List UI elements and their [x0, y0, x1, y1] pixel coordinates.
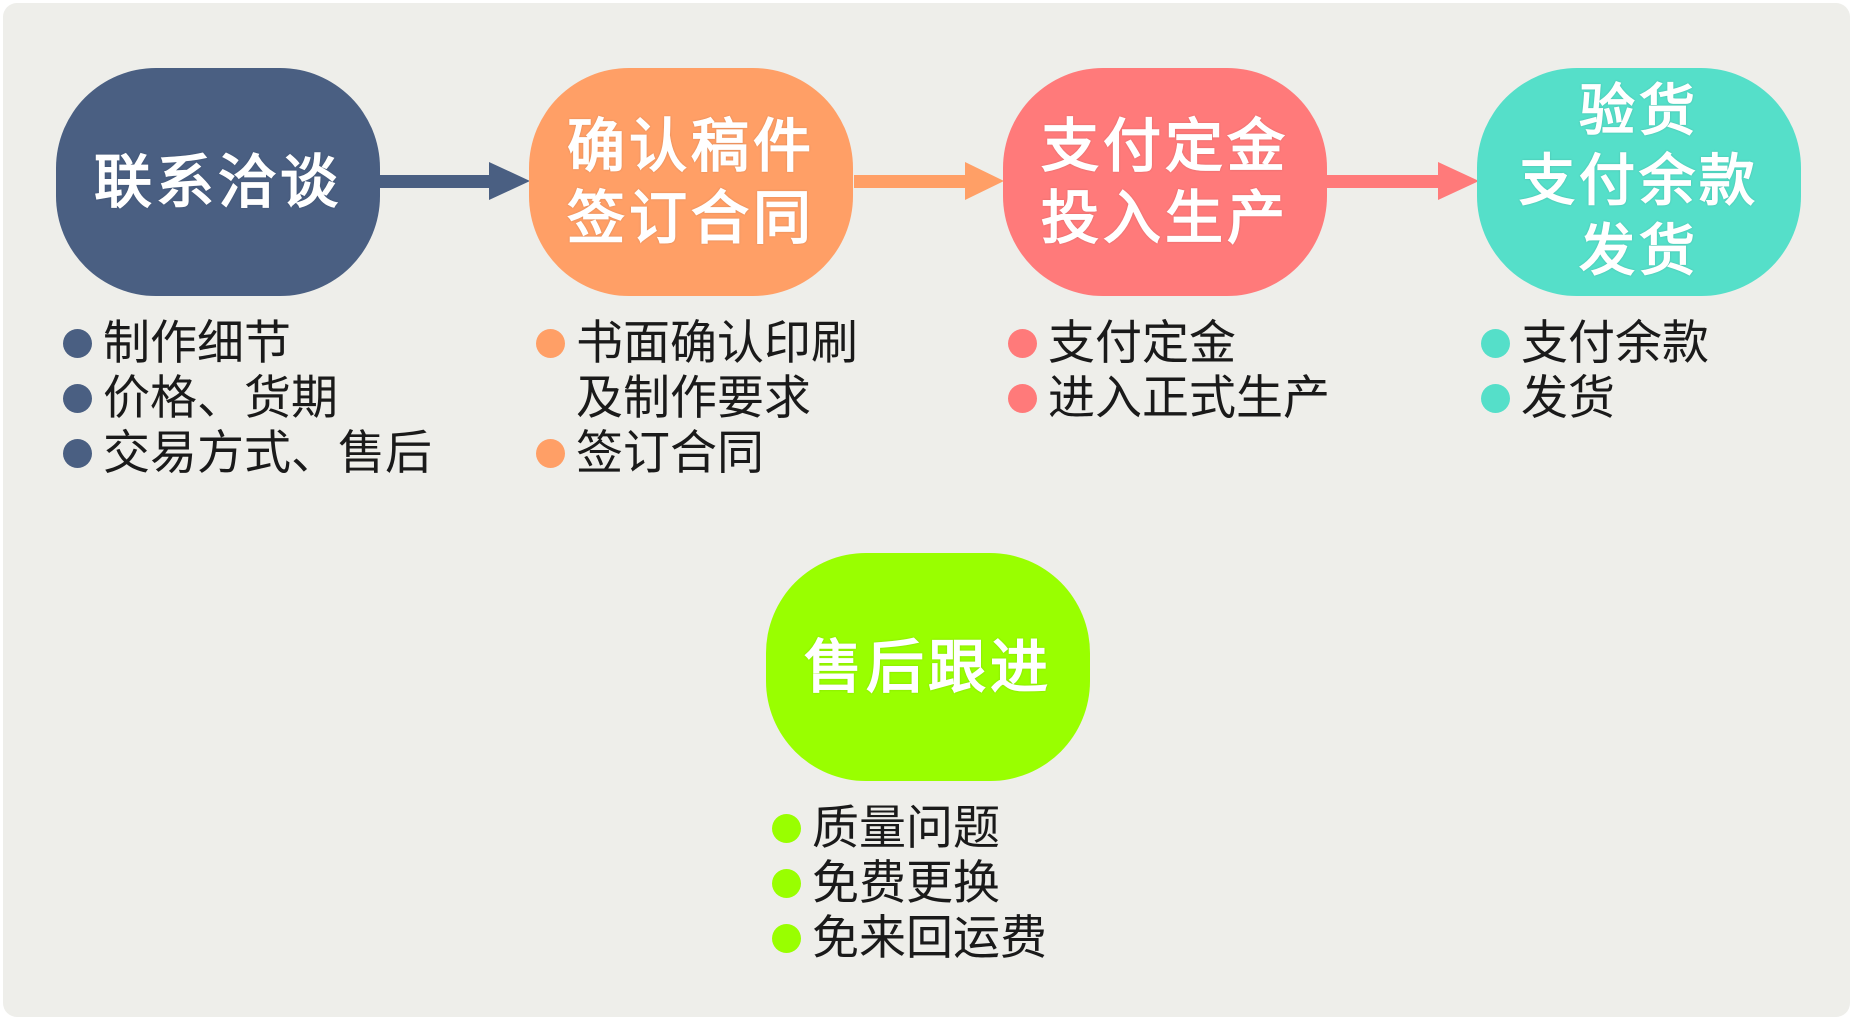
list-item: 发货: [1481, 371, 1709, 426]
stage-contact-negotiation: 联系洽谈: [56, 68, 380, 296]
stage-5-details: 质量问题 免费更换 免来回运费: [772, 801, 1047, 966]
stage-deposit-production: 支付定金 投入生产: [1003, 68, 1327, 296]
list-item-continuation: 及制作要求: [576, 371, 811, 426]
stage-3-details: 支付定金 进入正式生产: [1008, 316, 1330, 426]
list-item-text: 签订合同: [576, 426, 764, 481]
bullet-dot: [63, 329, 92, 358]
stage-4-details: 支付余款 发货: [1481, 316, 1709, 426]
bullet-dot: [536, 439, 565, 468]
bullet-dot: [772, 814, 801, 843]
list-item-text: 免费更换: [812, 856, 1000, 911]
bullet-dot: [1481, 384, 1510, 413]
bullet-dot: [536, 329, 565, 358]
list-item: 质量问题: [772, 801, 1047, 856]
list-item: 价格、货期: [63, 371, 432, 426]
list-item-text: 质量问题: [812, 801, 1000, 856]
list-item-text: 支付余款: [1521, 316, 1709, 371]
list-item-text: 交易方式、售后: [103, 426, 432, 481]
list-item: 签订合同: [536, 426, 858, 481]
list-item-text: 发货: [1521, 371, 1615, 426]
list-item: 制作细节: [63, 316, 432, 371]
arrow-2-to-3: [854, 162, 1004, 200]
stage-title: 支付余款: [1519, 149, 1759, 214]
list-item-text: 书面确认印刷: [576, 316, 858, 371]
stage-inspect-balance-ship: 验货 支付余款 发货: [1477, 68, 1801, 296]
stage-title: 售后跟进: [803, 633, 1052, 701]
list-item: 支付定金: [1008, 316, 1330, 371]
stage-title: 投入生产: [1040, 184, 1289, 252]
bullet-dot: [1008, 384, 1037, 413]
flow-arrows: [379, 162, 1479, 200]
stage-title: 支付定金: [1040, 112, 1289, 180]
list-item: 进入正式生产: [1008, 371, 1330, 426]
bullet-dot: [63, 384, 92, 413]
stage-after-sales-followup: 售后跟进: [766, 553, 1090, 781]
list-item-text: 免来回运费: [812, 911, 1047, 966]
stage-title: 发货: [1579, 219, 1699, 284]
bullet-dot: [1008, 329, 1037, 358]
arrow-3-to-4: [1327, 162, 1479, 200]
arrow-1-to-2: [379, 162, 530, 200]
list-item-text: 进入正式生产: [1048, 371, 1330, 426]
bullet-dot: [772, 869, 801, 898]
stage-title: 确认稿件: [566, 112, 815, 180]
list-item-text: 制作细节: [103, 316, 291, 371]
bullet-dot: [63, 439, 92, 468]
list-item-text: 价格、货期: [103, 371, 338, 426]
diagram-canvas: 联系洽谈 制作细节 价格、货期 交易方式、售后 确认稿件 签订合同 书面确认印刷…: [3, 3, 1850, 1017]
list-item: 书面确认印刷: [536, 316, 858, 371]
bullet-dot: [772, 924, 801, 953]
stage-1-details: 制作细节 价格、货期 交易方式、售后: [63, 316, 432, 481]
list-item-text: 支付定金: [1048, 316, 1236, 371]
stage-title: 联系洽谈: [93, 148, 342, 216]
bullet-dot: [1481, 329, 1510, 358]
list-item: 免费更换: [772, 856, 1047, 911]
stage-2-details: 书面确认印刷 及制作要求 签订合同: [536, 316, 858, 481]
stage-title: 验货: [1579, 79, 1699, 144]
list-item: 免来回运费: [772, 911, 1047, 966]
stage-confirm-draft-sign-contract: 确认稿件 签订合同: [529, 68, 853, 296]
list-item: 支付余款: [1481, 316, 1709, 371]
stage-title: 签订合同: [566, 184, 815, 252]
list-item: 交易方式、售后: [63, 426, 432, 481]
